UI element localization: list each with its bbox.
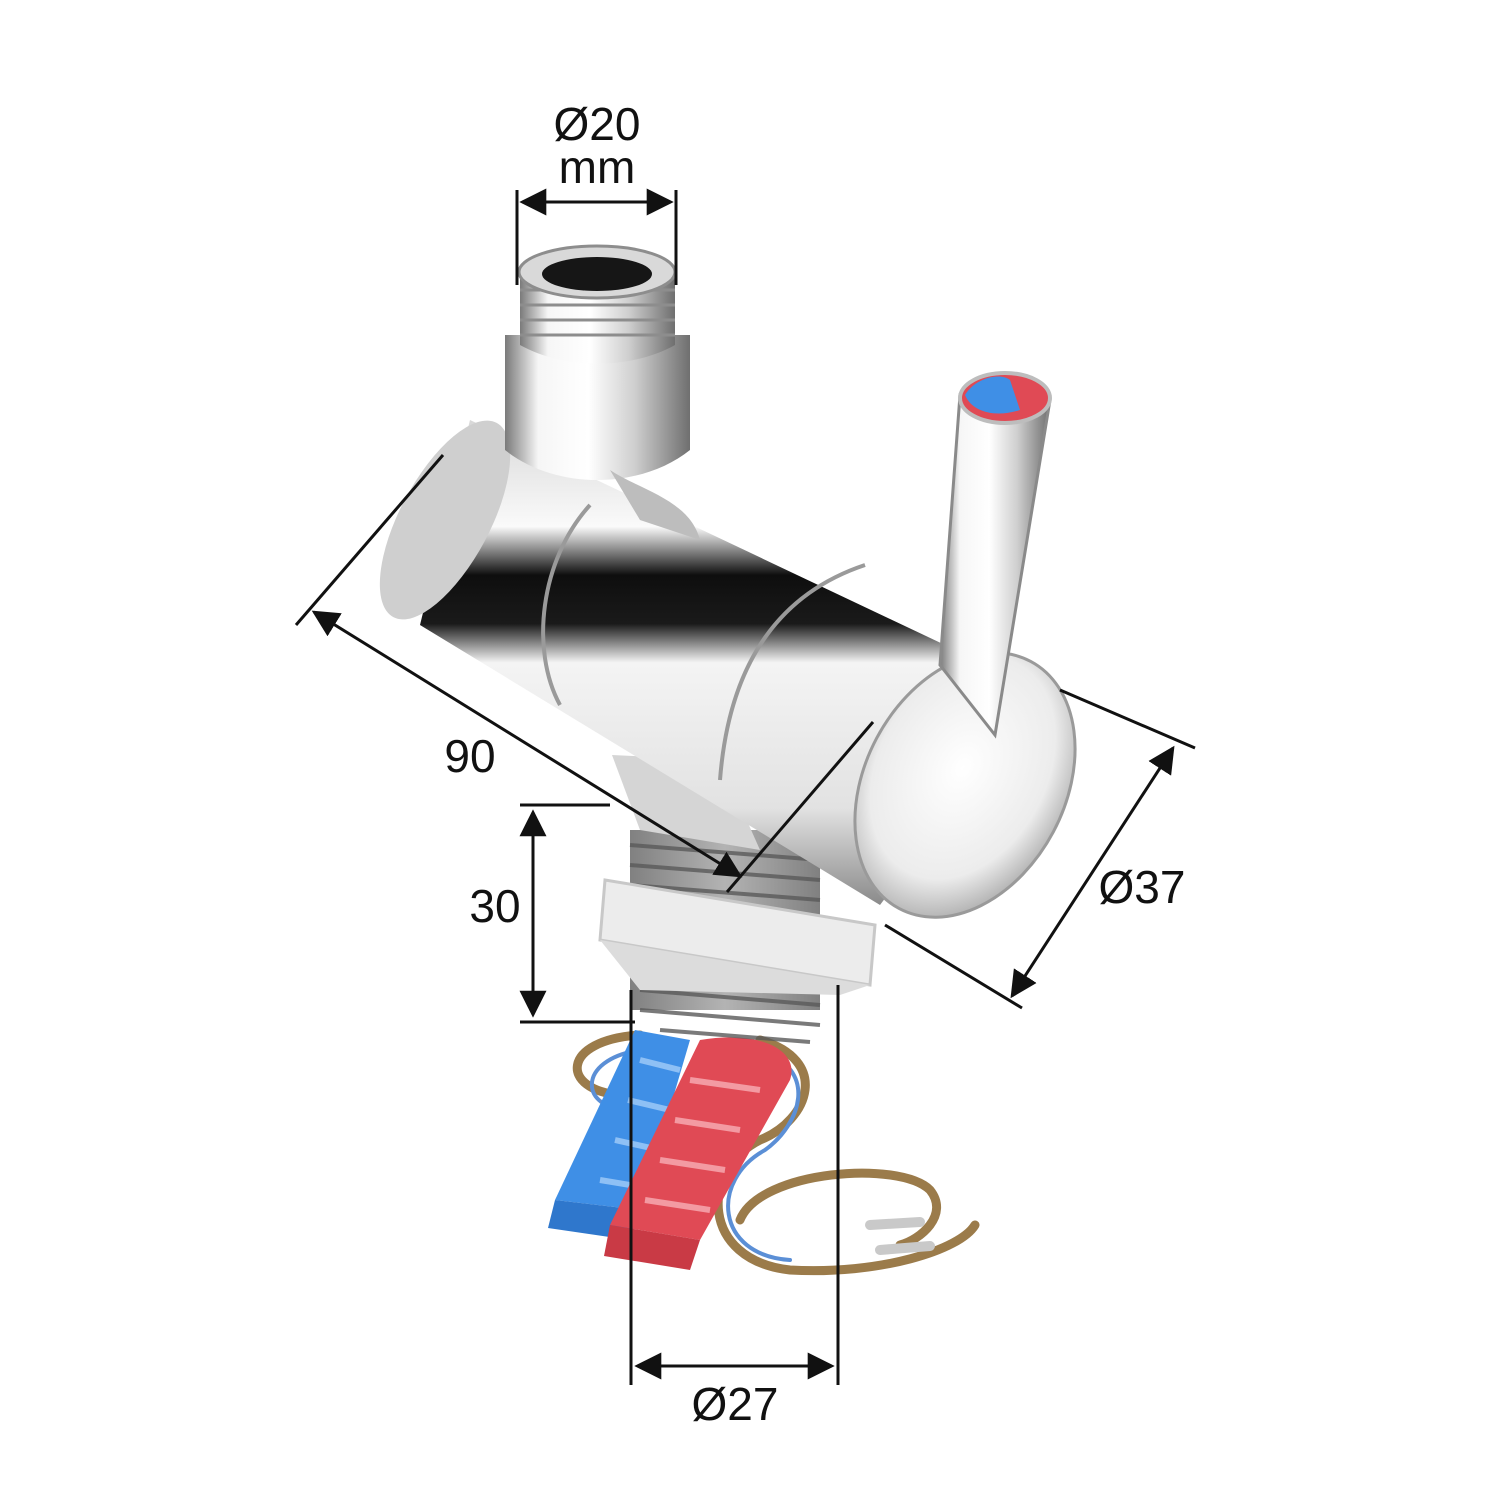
body-diameter-label: Ø37 [1099,861,1186,913]
inlet-bore [542,257,652,291]
shank-height-label: 30 [469,880,520,932]
top-inlet-diameter-label: Ø20 [554,98,641,150]
top-inlet-connector [505,244,700,540]
shank-diameter-label: Ø27 [692,1378,779,1430]
body-length-label: 90 [444,730,495,782]
electrical-wires [572,1030,980,1276]
hot-water-hose [604,1037,792,1270]
top-inlet-unit-label: mm [559,141,636,193]
lever-handle [938,371,1052,739]
dimension-lines [294,188,1196,1385]
